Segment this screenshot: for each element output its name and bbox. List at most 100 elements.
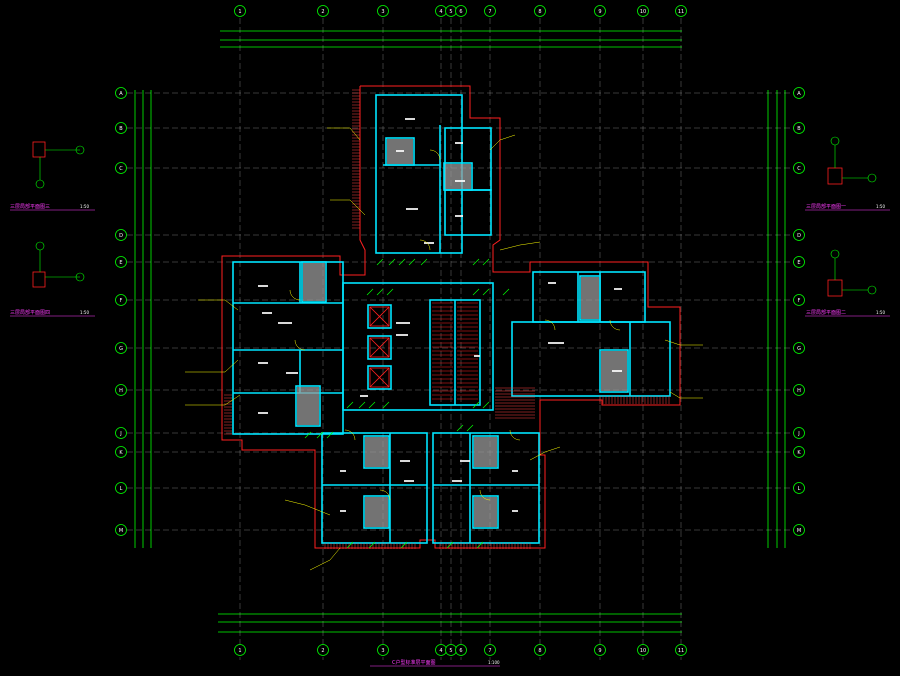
annotation-text-mark <box>396 150 404 152</box>
axis-bubble-right-2-label: B <box>797 126 801 132</box>
axis-bubble-bottom-10-label: 10 <box>640 648 646 654</box>
axis-bubble-bottom-7: 7 <box>484 644 496 656</box>
axis-bubble-left-7-label: G <box>119 346 123 352</box>
annotation-text-mark <box>455 142 463 144</box>
axis-bubble-right-5: E <box>793 256 805 268</box>
axis-bubble-top-9-label: 9 <box>598 9 601 15</box>
annotation-text-mark <box>340 470 346 472</box>
axis-bubble-right-1-label: A <box>797 91 801 97</box>
axis-bubble-top-11-label: 11 <box>678 9 684 15</box>
dimension-tick <box>316 431 324 439</box>
axis-bubble-left-5: E <box>115 256 127 268</box>
axis-bubble-left-7: G <box>115 342 127 354</box>
axis-bubble-top-1-label: 1 <box>238 9 241 15</box>
axis-bubble-right-6-label: F <box>798 298 801 304</box>
axis-bubble-left-11-label: L <box>120 486 123 492</box>
axis-bubble-left-1: A <box>115 87 127 99</box>
detail-scale-1: 1:50 <box>80 204 89 209</box>
axis-bubble-right-5-label: E <box>797 260 800 266</box>
detail-title-3: 三层局部平面图一 <box>806 203 846 210</box>
axis-bubble-left-1-label: A <box>119 91 123 97</box>
detail-callout-right-bottom <box>805 249 890 317</box>
axis-bubble-bottom-1-label: 1 <box>238 648 241 654</box>
detail-title-4: 三层局部平面图二 <box>806 309 846 316</box>
axis-bubble-bottom-6: 6 <box>455 644 467 656</box>
axis-bubble-right-11-label: L <box>798 486 801 492</box>
dimension-tick <box>304 431 312 439</box>
axis-bubble-bottom-5-label: 5 <box>449 648 452 654</box>
dimension-tick <box>456 424 464 432</box>
axis-bubble-bottom-3-label: 3 <box>381 648 384 654</box>
axis-bubble-right-12-label: M <box>797 528 801 534</box>
axis-bubble-top-4: 4 <box>435 5 447 17</box>
axis-bubble-bottom-11-label: 11 <box>678 648 684 654</box>
axis-bubble-left-3: C <box>115 162 127 174</box>
dimension-tick <box>472 401 480 409</box>
annotation-text-mark <box>278 322 292 324</box>
dimension-tick <box>482 258 490 266</box>
dimension-tick <box>466 424 474 432</box>
detail-scale-4: 1:50 <box>876 310 885 315</box>
axis-bubble-top-6: 6 <box>455 5 467 17</box>
axis-bubble-left-4-label: D <box>119 233 123 239</box>
axis-bubble-top-5: 5 <box>445 5 457 17</box>
axis-bubble-right-7: G <box>793 342 805 354</box>
annotation-text-mark <box>424 242 434 244</box>
dimension-tick <box>376 258 384 266</box>
interior-walls <box>232 94 671 544</box>
annotation-text-mark <box>452 480 462 482</box>
axis-bubble-right-8: H <box>793 384 805 396</box>
annotation-text-mark <box>460 460 470 462</box>
axis-bubble-right-10-label: K <box>797 450 801 456</box>
annotation-text-mark <box>548 282 556 284</box>
dimension-tick <box>472 288 480 296</box>
axis-bubble-bottom-6-label: 6 <box>459 648 462 654</box>
axis-bubble-bottom-10: 10 <box>637 644 649 656</box>
axis-bubble-right-4: D <box>793 229 805 241</box>
bottom-dimension-lines <box>218 613 682 633</box>
annotation-text-mark <box>360 395 368 397</box>
axis-bubble-left-6: F <box>115 294 127 306</box>
dimension-tick <box>476 541 484 549</box>
axis-bubble-bottom-9: 9 <box>594 644 606 656</box>
dimension-tick <box>398 258 406 266</box>
vertical-grid-lines <box>239 18 682 660</box>
detail-title-2: 三层局部平面图四 <box>10 309 50 316</box>
axis-bubble-top-11: 11 <box>675 5 687 17</box>
axis-bubble-bottom-8-label: 8 <box>538 648 541 654</box>
annotation-text-mark <box>400 460 410 462</box>
axis-bubble-bottom-5: 5 <box>445 644 457 656</box>
door-swings <box>289 149 621 501</box>
axis-bubble-bottom-9-label: 9 <box>598 648 601 654</box>
axis-bubble-left-4: D <box>115 229 127 241</box>
exterior-outline <box>221 85 681 549</box>
annotation-text-mark <box>404 480 414 482</box>
axis-bubble-top-2: 2 <box>317 5 329 17</box>
axis-bubble-left-9-label: J <box>119 431 121 437</box>
axis-bubble-left-11: L <box>115 482 127 494</box>
detail-scale-2: 1:50 <box>80 310 89 315</box>
axis-bubble-bottom-7-label: 7 <box>488 648 491 654</box>
axis-bubble-right-10: K <box>793 446 805 458</box>
annotation-text-mark <box>405 118 415 120</box>
axis-bubble-top-8: 8 <box>534 5 546 17</box>
axis-bubble-right-2: B <box>793 122 805 134</box>
axis-bubble-right-1: A <box>793 87 805 99</box>
detail-callout-right-top <box>805 136 890 211</box>
detail-callout-left-top <box>10 141 95 211</box>
axis-bubble-bottom-3: 3 <box>377 644 389 656</box>
dimension-tick <box>420 258 428 266</box>
axis-bubble-left-2-label: B <box>119 126 123 132</box>
dimension-tick <box>446 541 454 549</box>
dimension-tick <box>346 541 354 549</box>
annotation-text-mark <box>614 288 622 290</box>
dimension-tick <box>388 258 396 266</box>
annotation-text-mark <box>612 370 622 372</box>
axis-bubble-top-1: 1 <box>234 5 246 17</box>
annotation-text-mark <box>455 215 463 217</box>
stair-treads <box>432 302 478 400</box>
axis-bubble-bottom-2-label: 2 <box>321 648 324 654</box>
axis-bubble-left-8: H <box>115 384 127 396</box>
dimension-tick <box>400 541 408 549</box>
